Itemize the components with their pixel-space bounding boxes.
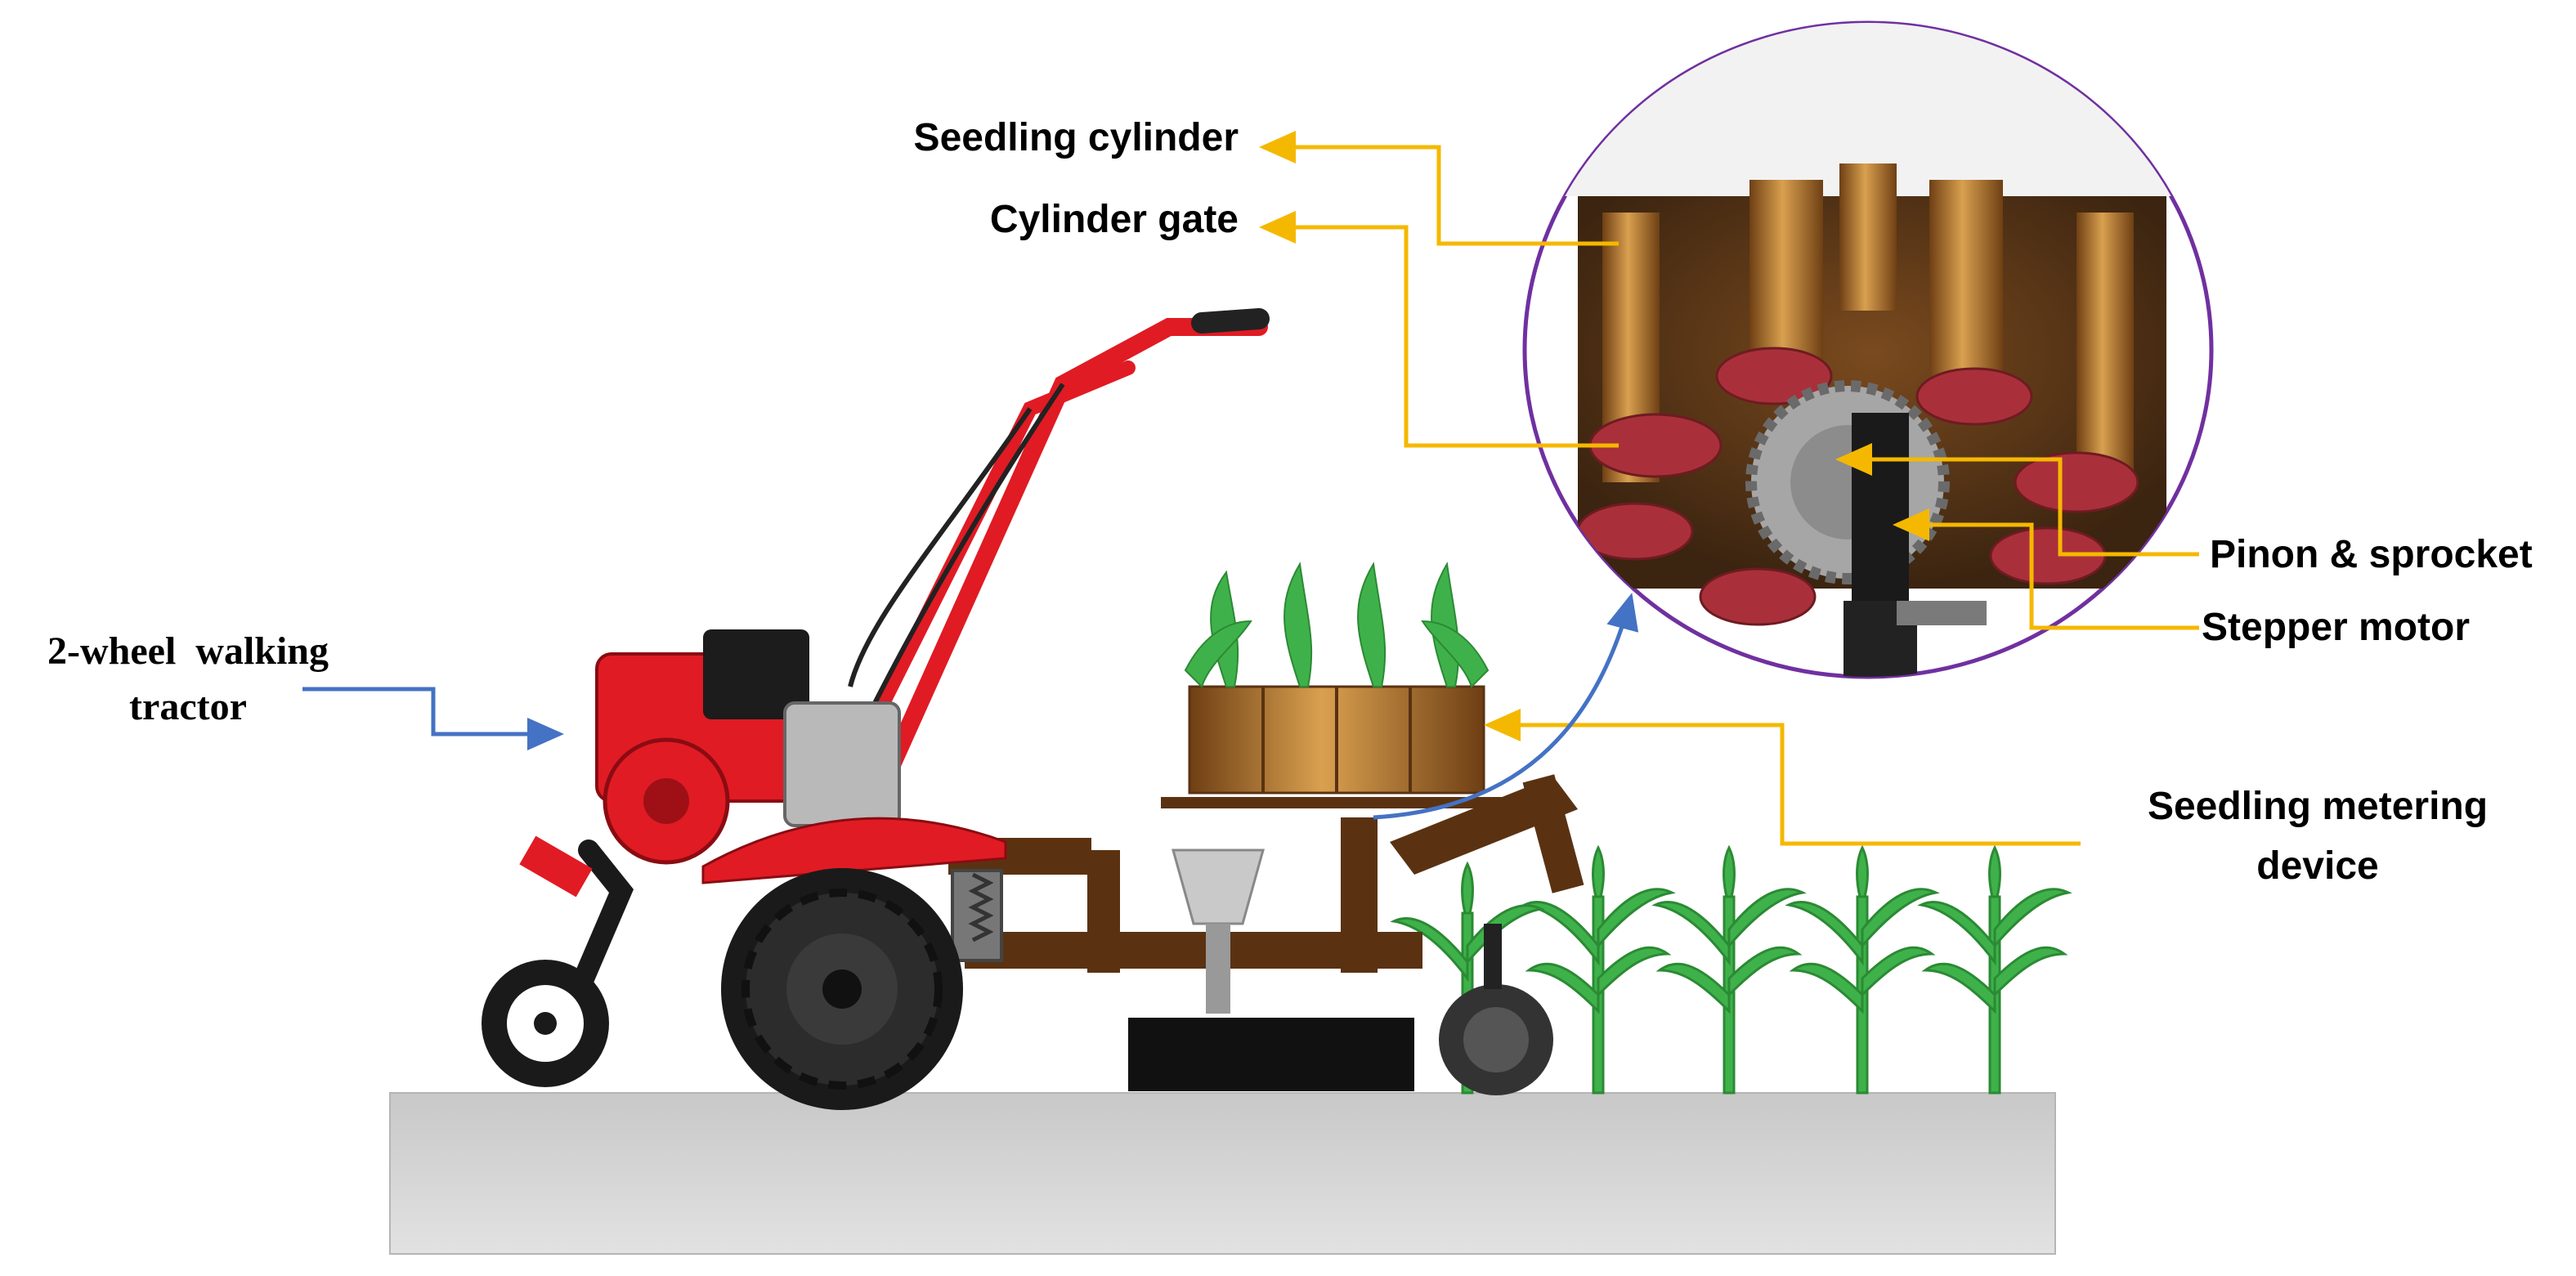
label-pinon-sprocket: Pinon & sprocket bbox=[2210, 533, 2533, 576]
label-metering-line2: device bbox=[2256, 844, 2378, 888]
callout-tractor bbox=[302, 687, 564, 750]
planter-frame bbox=[948, 774, 1584, 1091]
callout-metering-device bbox=[1484, 709, 2081, 846]
zoom-link-arrow bbox=[1373, 593, 1639, 820]
callout-lines-blue bbox=[302, 593, 1639, 820]
planted-seedlings bbox=[1390, 844, 2072, 1095]
callout-cylinder-gate bbox=[1259, 211, 1619, 448]
callout-pinon-sprocket bbox=[1835, 443, 2199, 557]
callout-lines-orange bbox=[1259, 131, 2199, 846]
zoom-detail-circle bbox=[1522, 20, 2214, 679]
label-cylinder-gate: Cylinder gate bbox=[990, 198, 1239, 241]
press-wheel bbox=[1439, 924, 1553, 1095]
seedling-plant-icon bbox=[1785, 844, 1940, 1095]
callout-stepper-motor bbox=[1893, 508, 2199, 630]
delivery-funnel bbox=[1172, 848, 1265, 925]
label-stepper-motor: Stepper motor bbox=[2202, 606, 2470, 649]
seedling-plant-icon bbox=[1521, 844, 1676, 1095]
label-tractor-line1: 2-wheel walking bbox=[47, 629, 329, 673]
label-tractor-line2: tractor bbox=[129, 685, 247, 728]
ground-block bbox=[389, 1092, 2056, 1255]
seedling-plant-icon bbox=[1917, 844, 2072, 1095]
label-seedling-cylinder: Seedling cylinder bbox=[914, 116, 1239, 159]
label-metering-line1: Seedling metering bbox=[2148, 785, 2488, 828]
callout-seedling-cylinder bbox=[1259, 131, 1619, 246]
seedling-metering-device bbox=[1184, 562, 1490, 795]
walking-tractor-illustration bbox=[482, 308, 1270, 1110]
seedling-plant-icon bbox=[1651, 844, 1807, 1095]
